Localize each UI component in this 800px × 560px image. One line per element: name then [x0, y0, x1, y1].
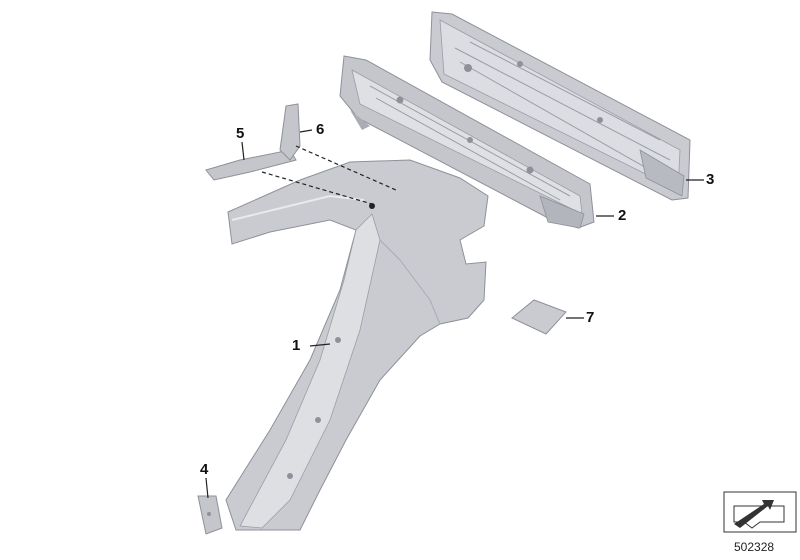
view-direction-arrow-icon: [723, 491, 797, 533]
part-7-pad: [511, 299, 567, 335]
part-3-rear-panel-upper: [429, 11, 691, 201]
diagram-number: 502328: [734, 540, 775, 554]
part-1-side-panel: [225, 159, 489, 531]
leader-5: [241, 141, 245, 161]
callout-2: 2: [618, 207, 627, 224]
leader-5-dashed: [261, 171, 373, 205]
callout-1: 1: [292, 337, 301, 354]
callout-4: 4: [200, 461, 209, 478]
leader-6: [299, 129, 313, 133]
part-2-rear-panel-lower: [339, 55, 595, 229]
leader-6-dashed: [295, 145, 397, 191]
callout-7: 7: [586, 309, 595, 326]
callout-6: 6: [316, 121, 325, 138]
callout-5: 5: [236, 125, 245, 142]
part-4-bracket: [197, 495, 223, 535]
part-6-bracket: [279, 103, 301, 161]
leader-lines: [205, 129, 704, 499]
leader-1: [309, 343, 331, 347]
callout-3: 3: [706, 171, 715, 188]
part-5-reinforcement: [205, 149, 297, 181]
leader-4: [205, 477, 209, 499]
